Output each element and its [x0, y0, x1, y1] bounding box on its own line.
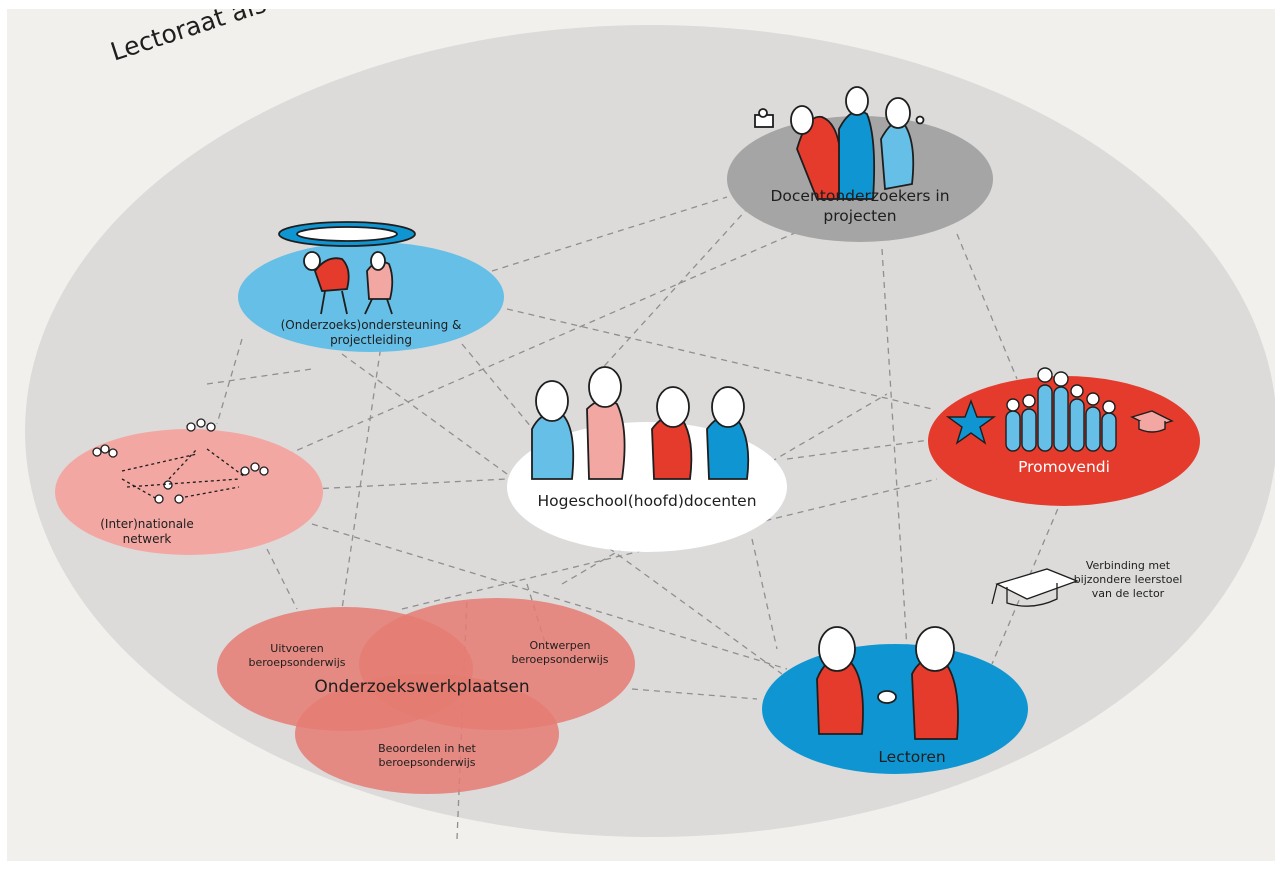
- network-node: [55, 429, 323, 555]
- label-workshops-title: Onderzoekswerkplaatsen: [314, 677, 530, 697]
- workshop-beoordelen: [295, 674, 559, 794]
- diagram-graphics: [25, 25, 1275, 840]
- label-beoordelen: Beoordelen in het beroepsonderwijs: [378, 742, 476, 770]
- label-docentonderzoekers: Docentonderzoekers in projecten: [770, 187, 950, 225]
- teachers-figures: [531, 366, 750, 480]
- docentonderzoekers-figures: [754, 86, 925, 200]
- promovendi-figures: [945, 367, 1174, 452]
- label-uitvoeren: Uitvoeren beroepsonderwijs: [248, 642, 346, 670]
- chair-cap-icon: [991, 568, 1079, 607]
- support-figures: [278, 221, 416, 315]
- label-promovendi: Promovendi: [1018, 458, 1110, 476]
- workshop-circles: [217, 598, 635, 794]
- diagram-canvas: Lectoraat als netwerk- en activiteitensy…: [7, 9, 1275, 861]
- label-ontwerpen: Ontwerpen beroepsonderwijs: [511, 639, 609, 667]
- label-support: (Onderzoeks)ondersteuning & projectleidi…: [280, 318, 462, 348]
- lectoren-figures: [816, 626, 959, 740]
- label-teachers: Hogeschool(hoofd)docenten: [537, 492, 757, 510]
- label-lectoren: Lectoren: [878, 748, 946, 766]
- network-figures: [92, 418, 269, 504]
- label-chair: Verbinding met bijzondere leerstoel van …: [1073, 559, 1183, 601]
- label-network: (Inter)nationale netwerk: [100, 517, 194, 547]
